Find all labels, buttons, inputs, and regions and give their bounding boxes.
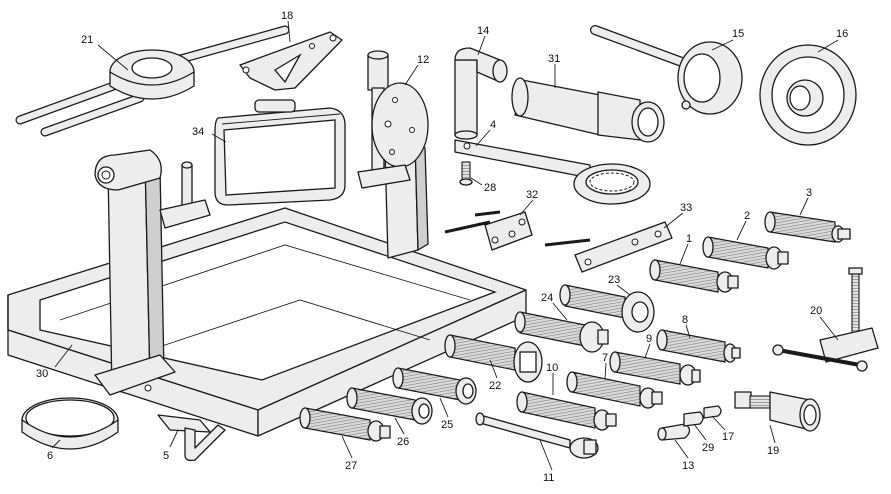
callout-18: 18: [281, 10, 293, 22]
leader-lines: [51, 20, 839, 471]
callout-10: 10: [546, 362, 558, 374]
callout-34: 34: [192, 126, 204, 138]
small-bolt: [459, 161, 473, 186]
locking-plate: [444, 210, 533, 251]
clamp-with-screw: [772, 267, 879, 372]
callout-32: 32: [526, 189, 538, 201]
callout-17: 17: [722, 431, 734, 443]
callout-1: 1: [686, 233, 692, 245]
callout-29: 29: [702, 442, 714, 454]
callout-21: 21: [81, 34, 93, 46]
engine-stand-tray: [7, 140, 527, 437]
callout-33: 33: [680, 202, 692, 214]
callout-20: 20: [810, 305, 822, 317]
driver-10: [516, 391, 617, 431]
callout-14: 14: [477, 25, 489, 37]
callout-28: 28: [484, 182, 496, 194]
long-locking-plate: [544, 221, 673, 273]
driver-26: [346, 387, 433, 425]
driver-22: [444, 334, 543, 383]
driver-1: [649, 259, 739, 293]
callout-11: 11: [543, 472, 554, 484]
clamping-ring: [21, 397, 119, 450]
small-bit-13: [657, 423, 691, 441]
callout-22: 22: [489, 380, 501, 392]
hub-puller: [590, 25, 743, 115]
callout-31: 31: [548, 53, 560, 65]
bent-key: [157, 414, 226, 462]
callout-6: 6: [47, 450, 53, 462]
driver-7: [566, 371, 663, 409]
driver-27: [299, 407, 391, 442]
callout-23: 23: [608, 274, 620, 286]
callout-30: 30: [36, 368, 48, 380]
driver-24: [514, 311, 609, 353]
driver-25: [392, 367, 477, 405]
driver-8: [656, 329, 741, 363]
small-bit-17: [703, 405, 722, 419]
callout-9: 9: [646, 333, 652, 345]
callout-13: 13: [682, 460, 694, 472]
callout-25: 25: [441, 419, 453, 431]
callout-8: 8: [682, 314, 688, 326]
callout-numbers: 1 2 3 4 5 6 7 8 9 10 11 12 13 14 15 16 1…: [36, 10, 848, 484]
pin-spanner: [454, 139, 651, 205]
carry-case: [214, 99, 346, 206]
threaded-adapter: [734, 391, 821, 432]
driver-2: [702, 236, 789, 270]
driver-23: [559, 284, 655, 333]
callout-19: 19: [767, 445, 779, 457]
callout-2: 2: [744, 210, 750, 222]
callout-15: 15: [732, 28, 744, 40]
flywheel-disc: [759, 44, 857, 146]
callout-12: 12: [417, 54, 429, 66]
bracket-plate: [239, 31, 343, 91]
ring-spanner-tool: [15, 25, 290, 137]
callout-16: 16: [836, 28, 848, 40]
driver-9: [609, 351, 701, 386]
callout-3: 3: [806, 187, 812, 199]
long-rod: [475, 412, 599, 459]
callout-7: 7: [602, 352, 608, 364]
callout-5: 5: [163, 450, 169, 462]
callout-26: 26: [397, 436, 409, 448]
angled-tube: [454, 47, 508, 140]
callout-4: 4: [490, 119, 496, 131]
driver-3: [764, 211, 851, 243]
callout-24: 24: [541, 292, 553, 304]
callout-27: 27: [345, 460, 357, 472]
stepped-sleeve: [511, 77, 665, 143]
small-bit-29: [683, 411, 704, 427]
post-with-disc: [357, 50, 429, 189]
